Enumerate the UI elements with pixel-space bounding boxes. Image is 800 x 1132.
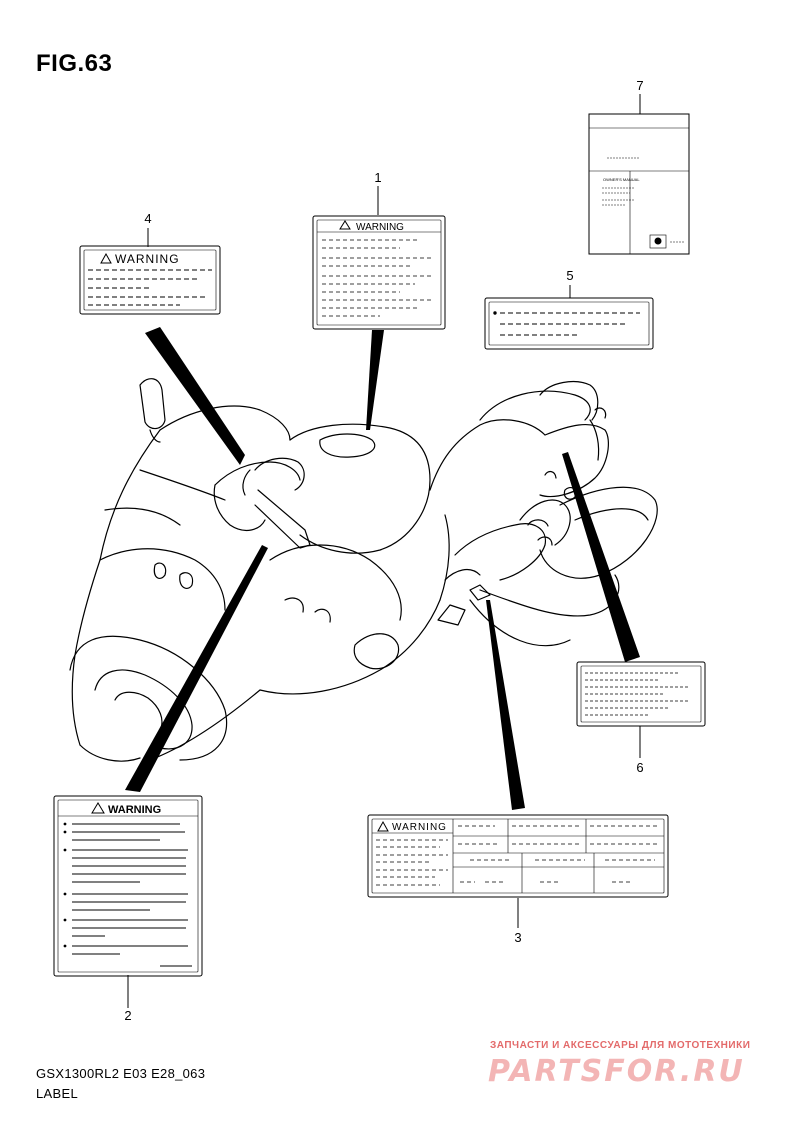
label-3-heading: WARNING (392, 822, 447, 833)
label-2-heading: WARNING (108, 804, 161, 816)
label-6 (576, 661, 706, 727)
callout-lines (127, 94, 641, 1008)
leader-4 (145, 327, 245, 465)
label-4 (79, 245, 221, 315)
callout-6: 6 (636, 760, 644, 775)
label-1-heading: WARNING (356, 222, 404, 233)
label-7-heading: OWNER'S MANUAL (603, 177, 640, 182)
watermark-logo: PARTSFOR.RU (488, 1054, 745, 1089)
label-7-manual (588, 113, 690, 255)
callout-5: 5 (566, 268, 574, 283)
callout-3: 3 (514, 930, 522, 945)
figure-title: FIG.63 (36, 50, 113, 77)
model-code: GSX1300RL2 E03 E28_063 (36, 1066, 206, 1081)
leader-lines (125, 327, 640, 810)
leader-1 (366, 330, 384, 430)
label-5 (484, 297, 654, 350)
leader-6 (562, 452, 640, 662)
watermark-tagline: ЗАПЧАСТИ И АКСЕССУАРЫ ДЛЯ МОТОТЕХНИКИ (490, 1040, 751, 1051)
label-4-heading: WARNING (115, 252, 180, 266)
callout-7: 7 (636, 78, 644, 93)
motorcycle-outline (69, 378, 658, 762)
section-name: LABEL (36, 1086, 78, 1101)
callout-1: 1 (374, 170, 382, 185)
callout-2: 2 (124, 1008, 132, 1023)
callout-4: 4 (144, 211, 152, 226)
label-2 (53, 795, 203, 977)
leader-3 (486, 600, 525, 810)
label-3 (367, 814, 669, 898)
leader-2 (125, 545, 268, 792)
label-1 (312, 215, 446, 330)
